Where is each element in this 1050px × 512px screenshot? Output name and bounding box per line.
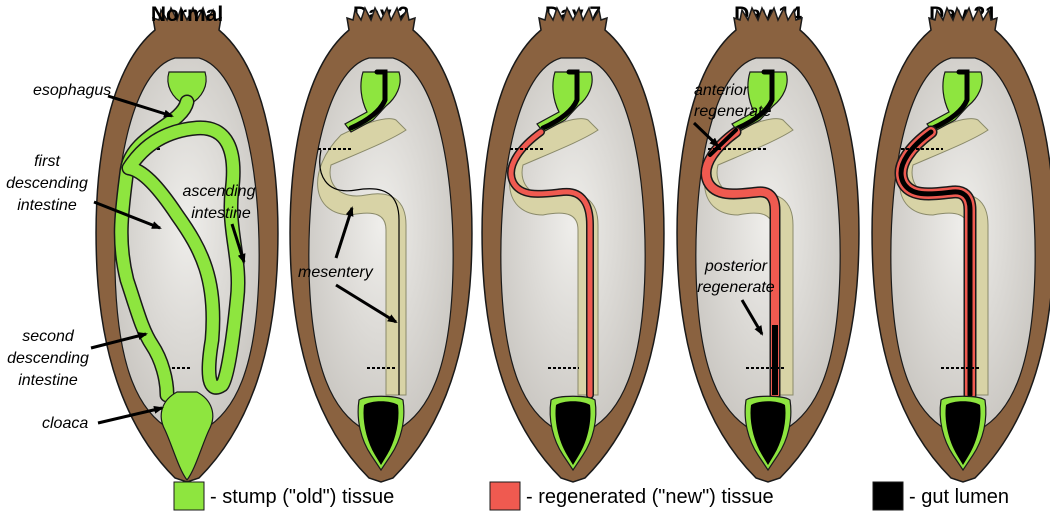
label-cloaca: cloaca <box>42 415 88 432</box>
label-posterior-1: posterior <box>704 258 768 275</box>
arrow-cloaca <box>97 405 164 425</box>
label-first-3: intestine <box>17 197 77 214</box>
legend: - stump ("old") tissue - regenerated ("n… <box>173 481 1009 511</box>
arrow-esophagus <box>107 94 174 118</box>
label-esophagus: esophagus <box>33 82 111 99</box>
legend-label-lumen: - gut lumen <box>909 486 1009 508</box>
label-second-2: descending <box>7 350 89 367</box>
label-first-2: descending <box>6 175 88 192</box>
label-ascending-1: ascending <box>183 183 256 200</box>
legend-label-regenerated: - regenerated ("new") tissue <box>526 486 774 508</box>
label-anterior-2: regenerate <box>694 103 771 120</box>
arrow-posterior <box>740 299 764 336</box>
label-ascending-2: intestine <box>191 205 251 222</box>
legend-label-stump: - stump ("old") tissue <box>210 486 394 508</box>
legend-swatch-stump <box>173 481 205 511</box>
arrow-second-descending <box>90 332 148 350</box>
label-second-3: intestine <box>18 372 78 389</box>
arrow-first-descending <box>93 200 162 230</box>
arrow-ascending <box>230 223 246 264</box>
panel-day21 <box>871 7 1050 483</box>
legend-swatch-lumen <box>872 481 904 511</box>
legend-swatch-regenerated <box>489 481 521 511</box>
label-first-1: first <box>34 153 60 170</box>
arrow-mesentery-down <box>335 283 398 324</box>
label-mesentery: mesentery <box>298 264 374 281</box>
panel-day7 <box>481 7 665 483</box>
panel-day2 <box>289 7 473 483</box>
panel-normal <box>95 7 279 483</box>
panel-day14 <box>676 7 860 483</box>
panel-title-normal: Normal <box>151 3 223 26</box>
label-posterior-2: regenerate <box>697 279 774 296</box>
label-anterior-1: anterior <box>694 82 749 99</box>
arrow-mesentery-up <box>334 206 354 259</box>
arrow-anterior <box>692 121 720 148</box>
label-second-1: second <box>22 328 75 345</box>
